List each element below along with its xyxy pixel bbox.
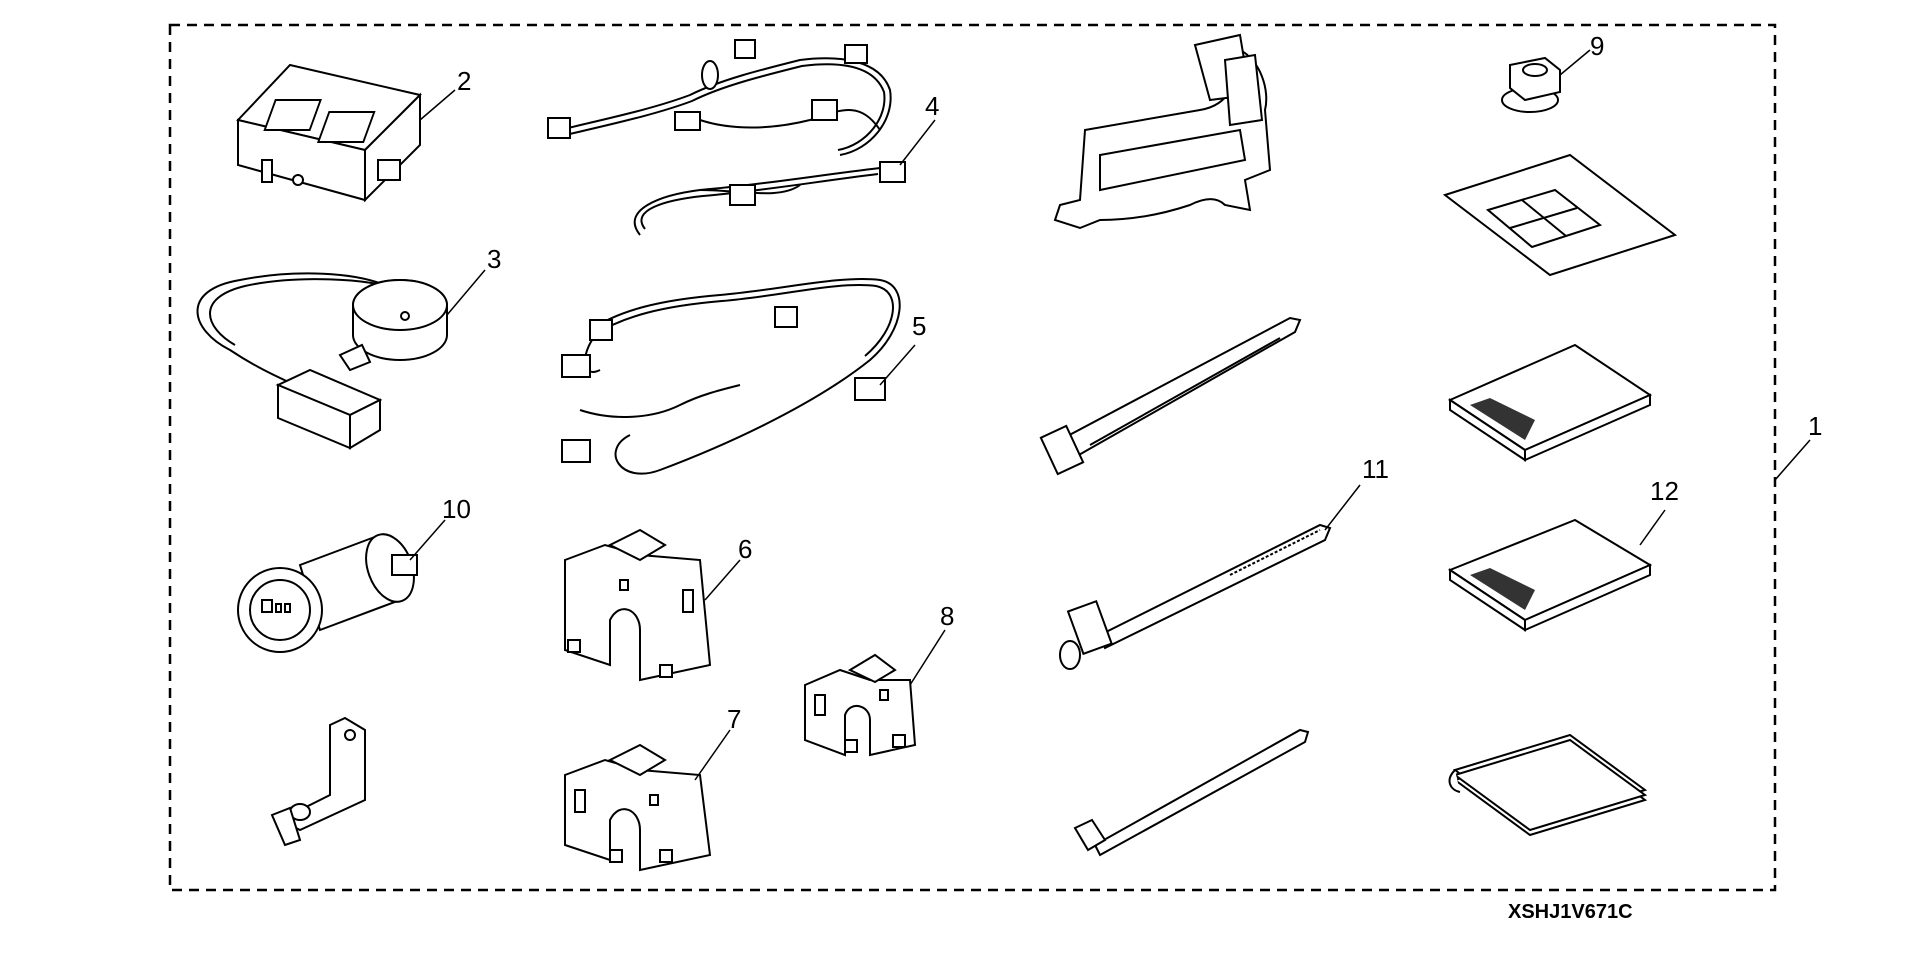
cable-tie-thin <box>1073 728 1310 857</box>
callout-7: 7 <box>727 704 741 734</box>
document-id: XSHJ1V671C <box>1508 901 1633 923</box>
callout-5: 5 <box>912 311 926 341</box>
wire-harness-5 <box>561 278 901 475</box>
callout-10: 10 <box>442 494 471 524</box>
tape-sheet <box>1442 153 1678 277</box>
leader-line-9 <box>1559 49 1591 76</box>
leader-line-4 <box>899 119 936 166</box>
leader-line-10 <box>409 519 446 561</box>
leader-line-1 <box>1774 439 1811 481</box>
foam-pad <box>1447 343 1653 462</box>
socket-switch <box>237 533 418 653</box>
callout-6: 6 <box>738 534 752 564</box>
cable-tie-clip <box>1059 523 1332 670</box>
leader-line-6 <box>704 559 741 601</box>
callout-2: 2 <box>457 66 471 96</box>
leader-line-3 <box>446 269 486 316</box>
callout-1: 1 <box>1808 411 1822 441</box>
leader-line-2 <box>419 89 456 121</box>
leader-line-11 <box>1324 484 1361 531</box>
callout-3: 3 <box>487 244 501 274</box>
leader-line-8 <box>909 629 946 686</box>
wire-harness-4 <box>547 39 906 236</box>
leader-line-12 <box>1639 509 1666 546</box>
callout-4: 4 <box>925 91 939 121</box>
kit-dashed-frame <box>168 23 1777 892</box>
bracket-8 <box>804 653 917 757</box>
leader-line-7 <box>694 729 731 781</box>
control-unit <box>236 63 422 203</box>
callout-9: 9 <box>1590 31 1604 61</box>
bracket-7 <box>564 743 712 872</box>
callout-8: 8 <box>940 601 954 631</box>
cable-tie-flat <box>1039 316 1302 476</box>
callout-12: 12 <box>1650 476 1679 506</box>
callout-11: 11 <box>1362 454 1389 484</box>
foam-pad-12 <box>1447 518 1653 632</box>
leader-line-5 <box>879 344 916 386</box>
bracket-6 <box>564 528 712 682</box>
instruction-booklet <box>1448 733 1648 837</box>
buzzer <box>196 272 448 450</box>
flange-nut <box>1501 56 1561 113</box>
wire-clamp <box>1053 33 1272 230</box>
small-bracket <box>270 716 366 847</box>
